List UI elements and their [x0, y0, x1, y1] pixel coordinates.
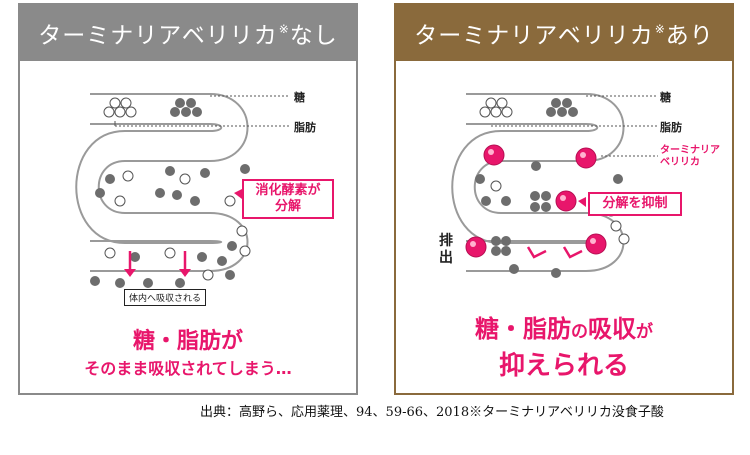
left-panel-header: ターミナリアベリリカ※なし: [20, 5, 356, 61]
right-caption-line1: 糖・脂肪の吸収が: [396, 309, 732, 344]
left-title-suffix: なし: [289, 23, 338, 49]
right-label-sugar: 糖: [660, 91, 671, 104]
digested-particles: [90, 164, 251, 288]
source-citation: 出典：高野ら、応用薬理、94、59-66、2018※ターミナリアベリリカ没食子酸: [200, 405, 664, 420]
right-intestine-svg: [451, 93, 658, 278]
left-intestine-svg: [75, 93, 290, 288]
excretion-label: 排 出: [438, 233, 454, 267]
right-caption-particle-no: の: [571, 322, 588, 342]
callout-pointer: [234, 189, 242, 199]
right-label-terminalia: ターミナリア ベリリカ: [660, 145, 720, 169]
absorbed-into-body-box: 体内へ吸収される: [124, 289, 207, 306]
right-label-terminalia-line2: ベリリカ: [660, 157, 700, 168]
right-intestine-diagram: 糖 脂肪 ターミナリア ベリリカ 分解を抑制 排 出: [396, 61, 732, 301]
intestine-inner-wall: [75, 123, 223, 244]
right-caption-line2: 抑えられる: [498, 351, 629, 381]
excretion-label-line1: 排: [439, 233, 453, 249]
left-label-sugar: 糖: [294, 91, 305, 104]
blocked-arrows: [526, 246, 583, 259]
left-title: ターミナリアベリリカ: [38, 23, 278, 49]
callout-pointer: [578, 197, 586, 207]
intestine-outer-wall: [466, 93, 625, 272]
left-title-note-mark: ※: [278, 22, 290, 36]
intestine-outer-wall: [90, 93, 249, 272]
fat-cluster-gray: [170, 98, 202, 117]
left-callout-digestive-enzyme: 消化酵素が 分解: [242, 179, 334, 219]
right-caption-absorption: 吸収: [588, 315, 636, 343]
left-caption-line2: そのまま吸収されてしまう…: [84, 359, 292, 378]
fat-cluster-gray: [546, 98, 578, 117]
right-title: ターミナリアベリリカ: [414, 23, 654, 49]
right-panel-with-terminalia: ターミナリアベリリカ※あり: [394, 3, 734, 395]
right-callout-inhibit-digestion: 分解を抑制: [588, 192, 682, 216]
excretion-label-line2: 出: [439, 250, 453, 266]
right-caption-particle-ga: が: [636, 322, 653, 342]
right-title-suffix: あり: [665, 23, 714, 49]
sugar-cluster-white: [479, 97, 513, 118]
terminalia-highlights: [470, 149, 596, 247]
sugar-cluster-white: [103, 97, 137, 118]
left-label-fat: 脂肪: [294, 121, 316, 134]
left-callout-line2: 分解: [274, 199, 301, 214]
left-panel-without-terminalia: ターミナリアベリリカ※なし: [18, 3, 358, 395]
left-callout-line1: 消化酵素が: [255, 183, 321, 198]
right-label-terminalia-line1: ターミナリア: [660, 145, 720, 156]
left-caption-line1: 糖・脂肪が: [132, 329, 243, 354]
right-panel-header: ターミナリアベリリカ※あり: [396, 5, 732, 61]
absorption-arrows: [124, 251, 191, 277]
right-title-note-mark: ※: [654, 22, 666, 36]
right-label-fat: 脂肪: [660, 121, 682, 134]
left-intestine-diagram: 糖 脂肪 消化酵素が 分解 体内へ吸収される: [20, 61, 356, 306]
undigested-particles: [475, 161, 630, 278]
right-caption-sugar-fat: 糖・脂肪: [475, 315, 571, 343]
